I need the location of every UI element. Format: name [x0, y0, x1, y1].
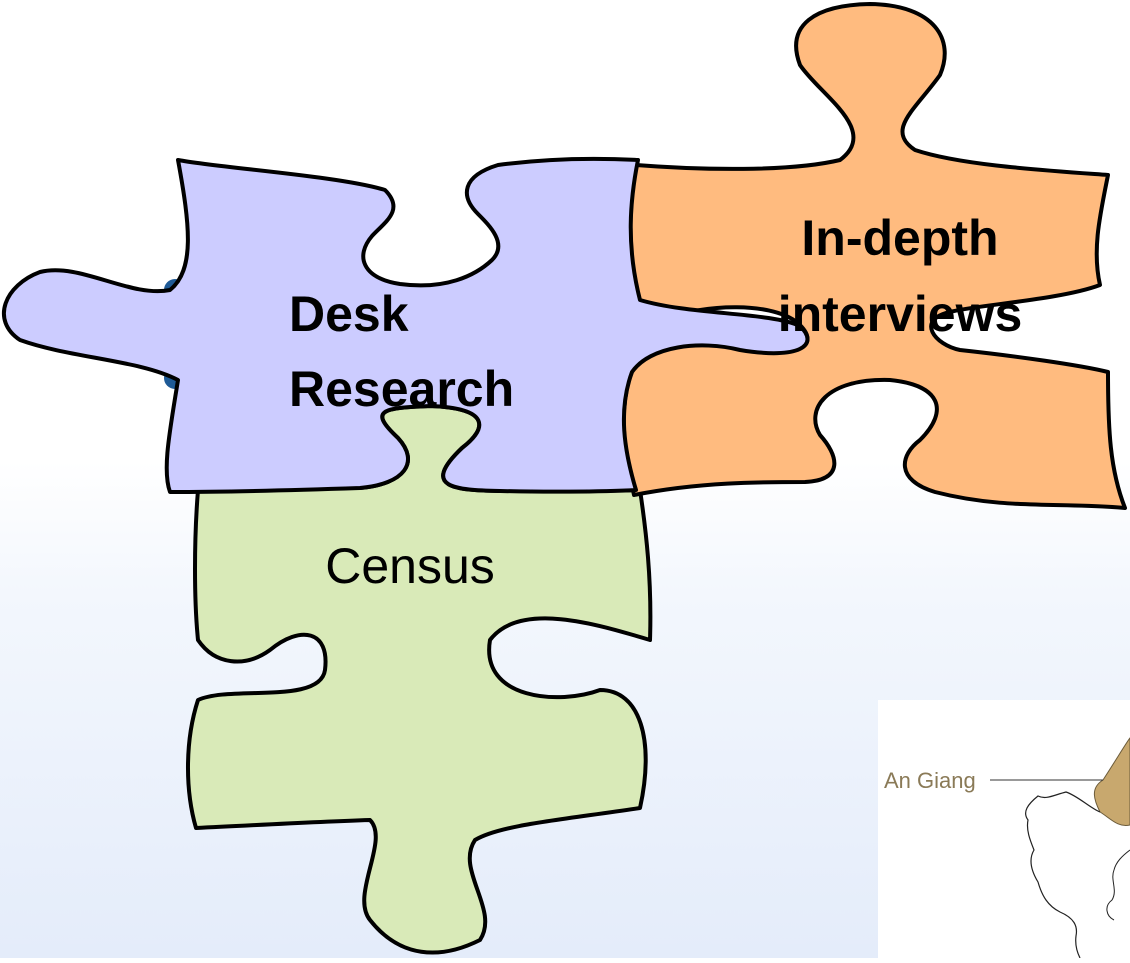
province-outline: [1025, 791, 1101, 959]
indepth-label-line2: interviews: [778, 286, 1023, 342]
census-label: Census: [325, 538, 495, 594]
desk-label-line2: Research: [289, 361, 514, 417]
province-map-graphic: [990, 737, 1130, 959]
desk-label-line1: Desk: [289, 286, 409, 342]
map-panel: [878, 700, 1130, 959]
an-giang-label: An Giang: [884, 768, 976, 793]
province-inner-border: [1106, 849, 1130, 921]
indepth-label-line1: In-depth: [801, 210, 998, 266]
desk-research-puzzle-piece: [1, 156, 810, 494]
an-giang-region: [1093, 737, 1130, 827]
